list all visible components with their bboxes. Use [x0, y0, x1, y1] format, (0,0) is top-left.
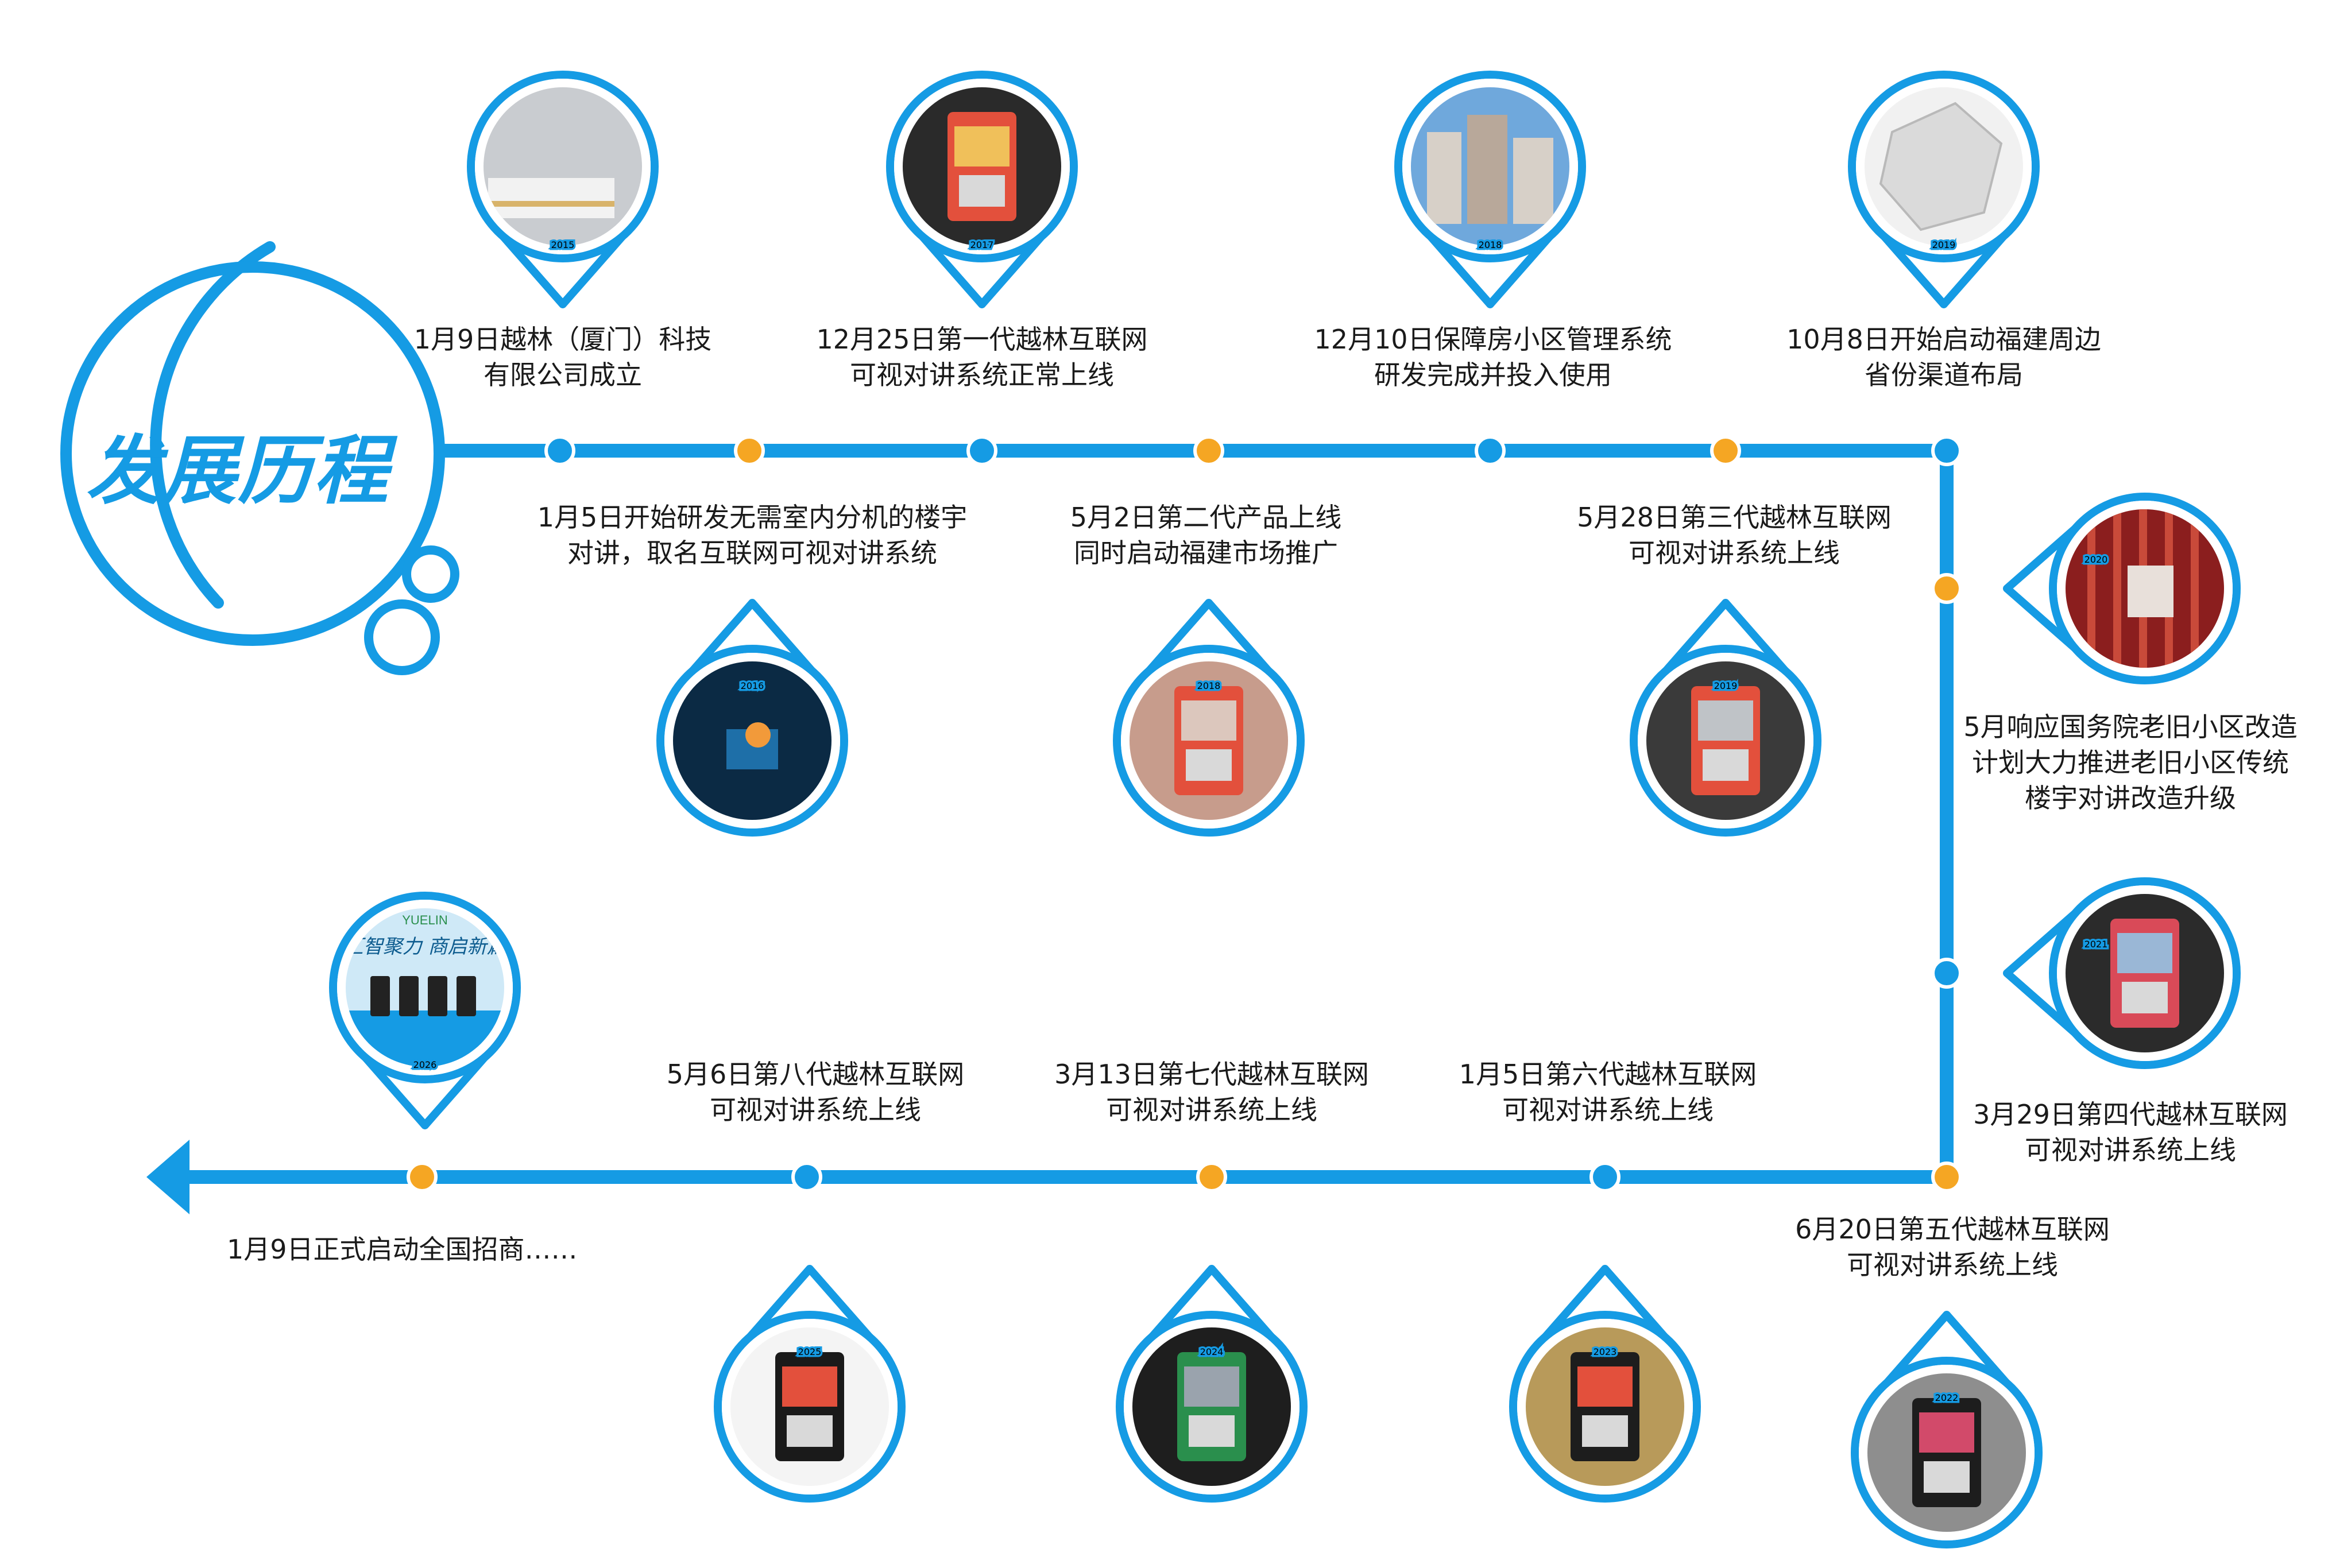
intercom-panel-gen6-image — [1526, 1327, 1684, 1486]
marker-year: 2026 — [413, 1059, 437, 1070]
marker-year: 2019 — [1714, 680, 1738, 691]
timeline-node — [1710, 435, 1741, 466]
timeline-node — [734, 435, 765, 466]
event-label-2018b: 12月10日保障房小区管理系统 研发完成并投入使用 — [1314, 324, 1672, 390]
timeline-node — [1931, 435, 1962, 466]
marker-2020: 2020 — [2003, 493, 2241, 684]
marker-2024: 2024 — [1116, 1265, 1308, 1503]
product-poster-image: YUELIN 汇智聚力 商启新篇 — [344, 908, 509, 1067]
marker-year: 2021 — [2084, 939, 2108, 950]
timeline-node — [791, 1162, 822, 1193]
event-label-2024: 3月13日第七代越林互联网 可视对讲系统上线 — [1054, 1059, 1369, 1125]
timeline-node — [1589, 1162, 1620, 1193]
timeline-markers: 2015 2016 2017 2018 2018 2019 2019 2020 2021 2022… — [329, 71, 2241, 1548]
title-bubble-large — [364, 599, 440, 675]
event-label-2017: 12月25日第一代越林互联网 可视对讲系统正常上线 — [816, 324, 1148, 390]
event-label-2025: 5月6日第八代越林互联网 可视对讲系统上线 — [666, 1059, 965, 1125]
marker-2023: 2023 — [1509, 1265, 1701, 1503]
fujian-map-image — [1865, 87, 2023, 246]
timeline-node — [407, 1162, 438, 1193]
title-bubble-small — [402, 545, 459, 603]
event-label-2020: 5月响应国务院老旧小区改造 计划大力推进老旧小区传统 楼宇对讲改造升级 — [1963, 711, 2298, 814]
intercom-panel-gen7-image — [1132, 1327, 1291, 1486]
event-label-2021: 3月29日第四代越林互联网 可视对讲系统上线 — [1973, 1099, 2288, 1166]
event-label-2016: 1月5日开始研发无需室内分机的楼宇 对讲，取名互联网可视对讲系统 — [537, 502, 968, 568]
intercom-panel-gen4-image — [2066, 894, 2224, 1052]
timeline-arrowhead — [146, 1140, 189, 1214]
page-title: 发展历程 — [86, 427, 390, 514]
circuit-chip-image — [673, 661, 831, 820]
marker-year: 2018 — [1197, 680, 1221, 691]
marker-2016: 2016 — [656, 599, 848, 837]
timeline-node — [966, 435, 997, 466]
marker-2021: 2021 — [2003, 877, 2241, 1069]
marker-2018: 2018 — [1113, 599, 1305, 837]
event-label-2023: 1月5日第六代越林互联网 可视对讲系统上线 — [1459, 1059, 1757, 1125]
marker-2019: 2019 — [1848, 71, 2040, 308]
marker-2022: 2022 — [1851, 1311, 2043, 1548]
intercom-panel-gen1-image — [903, 87, 1061, 246]
marker-2019: 2019 — [1630, 599, 1821, 837]
event-label-2022: 6月20日第五代越林互联网 可视对讲系统上线 — [1795, 1214, 2110, 1280]
marker-year: 2017 — [970, 239, 994, 250]
marker-year: 2015 — [551, 239, 575, 250]
marker-year: 2023 — [1594, 1346, 1617, 1357]
intercom-panel-gen8-image — [730, 1327, 889, 1486]
timeline-node — [1931, 573, 1962, 604]
marker-year: 2019 — [1932, 239, 1956, 250]
intercom-panel-gen2-image — [1130, 661, 1288, 820]
marker-year: 2018 — [1479, 239, 1502, 250]
timeline-node — [1931, 958, 1962, 989]
marker-2018: 2018 — [1394, 71, 1586, 308]
residential-buildings-image — [1411, 87, 1569, 246]
marker-year: 2024 — [1200, 1346, 1224, 1357]
intercom-panel-gen3-image — [1646, 661, 1805, 820]
elevator-shaft-image — [2066, 509, 2224, 668]
timeline-node — [1475, 435, 1506, 466]
marker-2025: 2025 — [714, 1265, 906, 1503]
marker-2017: 2017 — [886, 71, 1078, 308]
event-label-2015: 1月9日越林（厦门）科技 有限公司成立 — [413, 324, 712, 390]
intercom-panel-gen5-image — [1867, 1373, 2026, 1532]
timeline-node — [1196, 1162, 1227, 1193]
event-label-2018a: 5月2日第二代产品上线 同时启动福建市场推广 — [1070, 502, 1342, 568]
event-label-2019a: 5月28日第三代越林互联网 可视对讲系统上线 — [1577, 502, 1892, 568]
event-label-2019b: 10月8日开始启动福建周边 省份渠道布局 — [1786, 324, 2101, 390]
timeline-path — [184, 444, 1954, 1184]
poster-brand: YUELIN — [402, 913, 447, 927]
timeline-node — [544, 435, 575, 466]
office-reception-desk-image — [484, 87, 642, 246]
poster-slogan: 汇智聚力 商启新篇 — [344, 935, 509, 958]
marker-year: 2020 — [2084, 554, 2108, 565]
marker-2015: 2015 — [467, 71, 659, 308]
event-label-2026: 1月9日正式启动全国招商…… — [227, 1234, 578, 1265]
marker-2026: YUELIN 汇智聚力 商启新篇 2026 — [329, 892, 521, 1129]
timeline-nodes — [407, 435, 1962, 1193]
timeline-node — [1193, 435, 1224, 466]
timeline-node — [1931, 1162, 1962, 1193]
title-outer-arc — [150, 241, 276, 609]
marker-year: 2025 — [798, 1346, 822, 1357]
marker-year: 2022 — [1935, 1392, 1959, 1403]
marker-year: 2016 — [741, 680, 764, 691]
